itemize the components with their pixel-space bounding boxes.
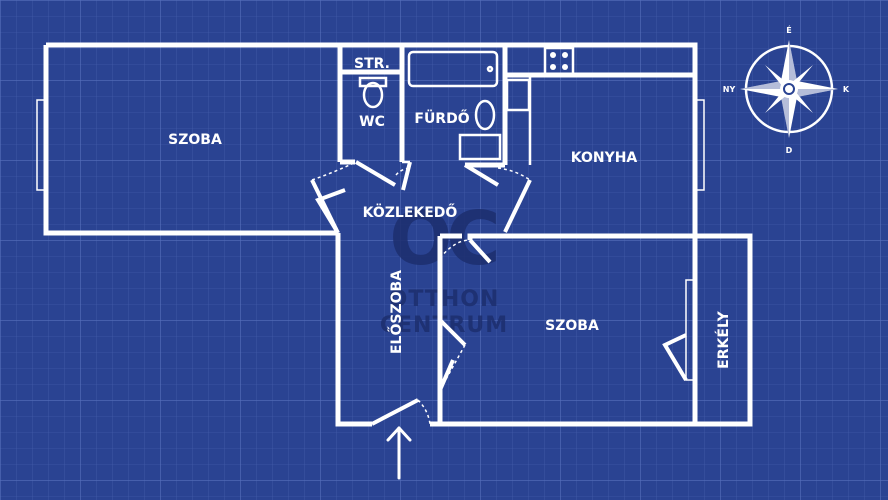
toilet-tank [358, 76, 388, 88]
room-label-wc: WC [359, 114, 385, 130]
watermark-mark: OC [389, 196, 496, 282]
wall-hall-bottom-right [430, 233, 753, 427]
door-bath [401, 161, 412, 191]
room-label-eloszoba: ELŐSZOBA [387, 270, 405, 354]
stove [543, 46, 575, 76]
bathtub [407, 50, 499, 88]
entrance-arrow-icon [386, 426, 412, 480]
room-label-str: STR. [354, 56, 390, 72]
watermark-line1: OTTHON [389, 287, 500, 312]
stove-burners [550, 52, 568, 70]
door-bath-arc [395, 167, 413, 176]
door-kitchen-1 [463, 163, 500, 187]
doors [310, 160, 688, 426]
door-eloszoba-arc [438, 359, 455, 391]
door-eloszoba-arc2 [439, 344, 466, 391]
room-label-konyha: KONYHA [571, 150, 638, 166]
compass-west-label: NY [723, 85, 736, 94]
door-kitchen-arc [497, 167, 531, 181]
toilet-bowl [362, 81, 384, 109]
bathtub-drain [486, 65, 494, 73]
walls [43, 42, 753, 427]
room-label-kozlekedo: KÖZLEKEDŐ [363, 203, 458, 221]
windows [36, 99, 705, 381]
door-entrance [371, 398, 419, 426]
room-label-szoba-right: SZOBA [545, 318, 599, 334]
door-eloszoba [438, 318, 467, 347]
room-label-furdo: FÜRDŐ [414, 109, 469, 127]
window-left [36, 99, 47, 191]
compass-east-label: K [843, 85, 850, 94]
bath-sink [474, 99, 496, 131]
compass-north-label: É [786, 24, 791, 35]
window-balcony-door [685, 279, 696, 381]
door-szoba-left-arc [311, 161, 357, 181]
washing-machine [458, 133, 502, 161]
compass-south-label: D [786, 146, 793, 155]
door-kitchen-2 [503, 179, 532, 233]
door-entrance-arc [417, 399, 431, 425]
window-kitchen [694, 99, 705, 191]
door-hall-corridor [315, 188, 346, 235]
room-label-szoba-left: SZOBA [168, 132, 222, 148]
wall-hall-left [335, 233, 372, 427]
compass-rose-icon [740, 40, 838, 138]
door-balcony-arc [664, 335, 687, 346]
door-szoba-right-arc [439, 239, 471, 259]
door-szoba-right [468, 238, 492, 264]
door-wc [354, 160, 397, 187]
room-label-erkely: ERKÉLY [715, 310, 732, 368]
fixtures [358, 46, 575, 165]
